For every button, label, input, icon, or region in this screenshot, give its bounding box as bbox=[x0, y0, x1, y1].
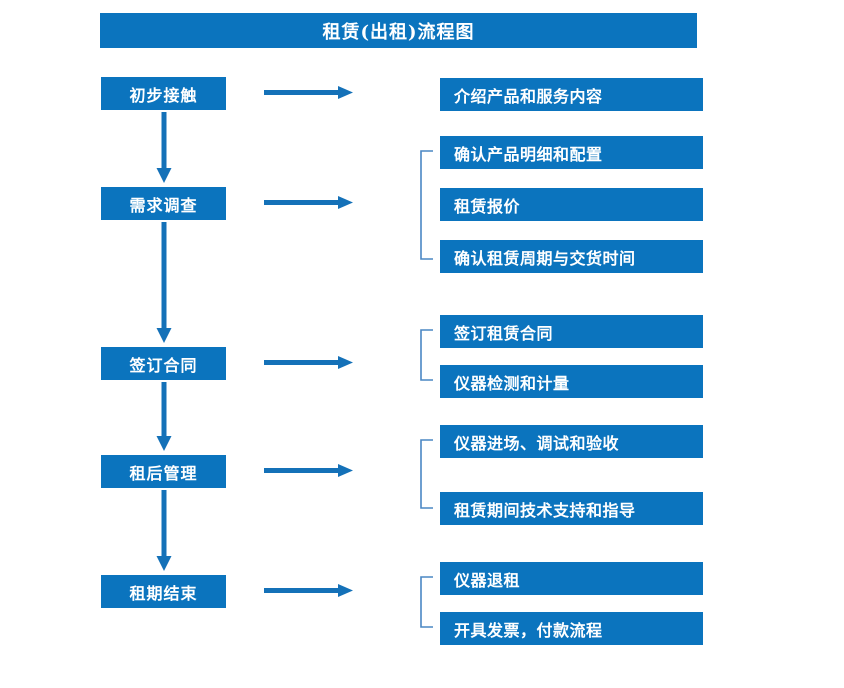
stage-box-initial-contact[interactable]: 初步接触 bbox=[101, 77, 226, 110]
detail-box-instrument-inspection[interactable]: 仪器检测和计量 bbox=[440, 365, 703, 398]
stage-box-sign-contract[interactable]: 签订合同 bbox=[101, 347, 226, 380]
detail-box-introduce-products[interactable]: 介绍产品和服务内容 bbox=[440, 78, 703, 111]
right-arrow-icon-contract bbox=[264, 354, 354, 372]
detail-box-confirm-product-spec[interactable]: 确认产品明细和配置 bbox=[440, 136, 703, 169]
bracket-survey-group bbox=[420, 150, 434, 260]
stage-box-needs-survey[interactable]: 需求调查 bbox=[101, 187, 226, 220]
right-arrow-icon-leaseend bbox=[264, 582, 354, 600]
detail-box-technical-support[interactable]: 租赁期间技术支持和指导 bbox=[440, 492, 703, 525]
detail-box-sign-rental-contract[interactable]: 签订租赁合同 bbox=[440, 315, 703, 348]
stage-box-post-rental-management[interactable]: 租后管理 bbox=[101, 455, 226, 488]
detail-box-instrument-return[interactable]: 仪器退租 bbox=[440, 562, 703, 595]
detail-box-instrument-entry-commissioning[interactable]: 仪器进场、调试和验收 bbox=[440, 425, 703, 458]
detail-box-rental-quotation[interactable]: 租赁报价 bbox=[440, 188, 703, 221]
detail-box-confirm-period-delivery[interactable]: 确认租赁周期与交货时间 bbox=[440, 240, 703, 273]
bracket-leaseend-group bbox=[420, 576, 434, 628]
right-arrow-icon-postrental bbox=[264, 462, 354, 480]
right-arrow-icon-survey bbox=[264, 194, 354, 212]
bracket-contract-group bbox=[420, 329, 434, 381]
detail-box-invoice-payment[interactable]: 开具发票，付款流程 bbox=[440, 612, 703, 645]
down-arrow-icon-postrental-to-leaseend bbox=[153, 490, 175, 572]
stage-box-lease-end[interactable]: 租期结束 bbox=[101, 575, 226, 608]
page-title: 租赁(出租)流程图 bbox=[100, 13, 697, 48]
right-arrow-icon-contact bbox=[264, 84, 354, 102]
down-arrow-icon-contract-to-postrental bbox=[153, 382, 175, 452]
bracket-postrental-group bbox=[420, 439, 434, 509]
down-arrow-icon-contact-to-survey bbox=[153, 112, 175, 184]
down-arrow-icon-survey-to-contract bbox=[153, 222, 175, 344]
